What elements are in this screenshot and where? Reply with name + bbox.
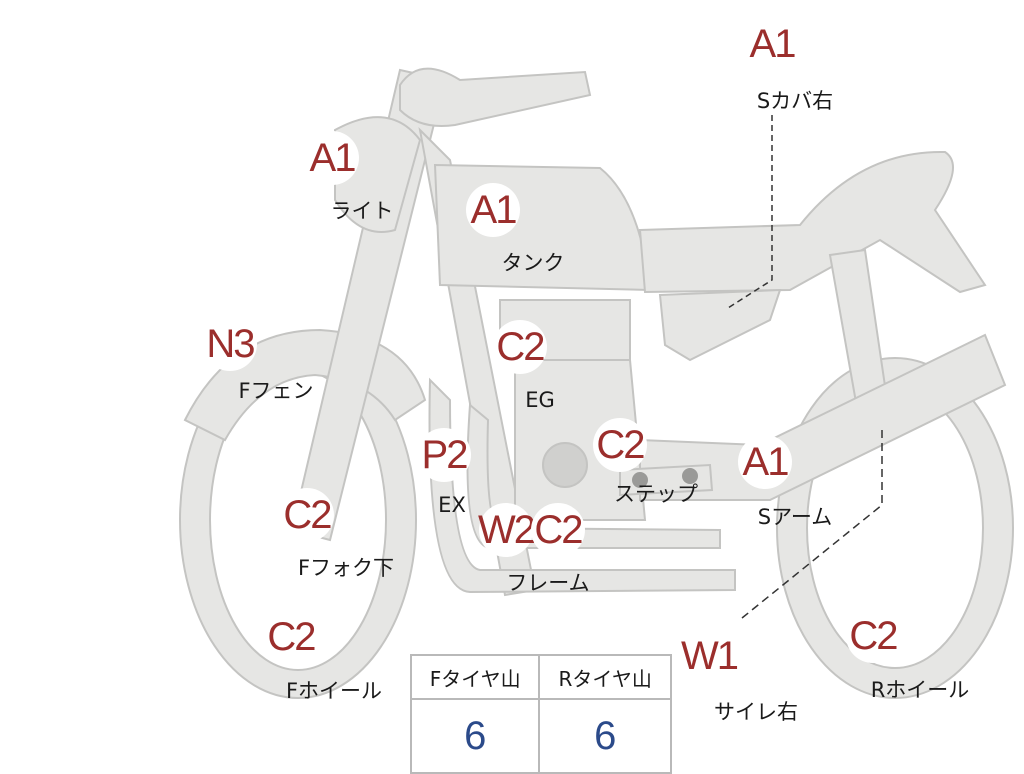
label-exhaust: EX <box>438 493 466 517</box>
seat-shape <box>638 150 987 294</box>
tire-value-front: 6 <box>409 698 541 774</box>
grade-badge-light: A1 <box>305 131 359 185</box>
tire-value-rear: 6 <box>538 698 672 774</box>
label-f-fork-lower: Fフォク下 <box>297 556 395 580</box>
grade-badge-s-arm: A1 <box>738 435 792 489</box>
label-f-fender: Fフェン <box>238 379 314 403</box>
grade-badge-f-wheel: C2 <box>264 610 318 664</box>
grade-badge-engine: C2 <box>493 320 547 374</box>
grade-badge-tank: A1 <box>466 183 520 237</box>
label-frame: フレーム <box>506 571 590 595</box>
label-r-wheel: Rホイール <box>870 678 970 702</box>
label-s-arm: Sアーム <box>757 505 833 529</box>
label-s-cover-right: Sカバ右 <box>756 89 834 113</box>
grade-badge-frame-2: C2 <box>531 503 585 557</box>
handlebar-shape <box>399 67 592 127</box>
exhaust-shape <box>428 377 736 594</box>
grade-badge-frame-1: W2 <box>478 503 536 557</box>
label-light: ライト <box>330 199 394 223</box>
tire-header-rear: Rタイヤ山 <box>538 654 672 700</box>
tire-tread-table: Fタイヤ山 Rタイヤ山 6 6 <box>409 654 672 774</box>
grade-badge-step: C2 <box>593 418 647 472</box>
grade-badge-f-fender: N3 <box>203 317 257 371</box>
side-cover-shape <box>658 288 782 362</box>
grade-badge-s-cover-right: A1 <box>745 17 799 71</box>
label-tank: タンク <box>501 251 565 275</box>
grade-badge-silencer-right: W1 <box>681 629 739 683</box>
leader-line-s-cover <box>727 115 773 309</box>
grade-badge-r-wheel: C2 <box>846 609 900 663</box>
label-engine: EG <box>525 388 555 412</box>
grade-badge-f-fork-lower: C2 <box>280 488 334 542</box>
label-silencer-right: サイレ右 <box>714 700 798 724</box>
tire-header-front: Fタイヤ山 <box>409 654 541 700</box>
label-step: ステップ <box>614 482 698 506</box>
label-f-wheel: Fホイール <box>285 679 383 703</box>
grade-badge-exhaust: P2 <box>417 428 471 482</box>
